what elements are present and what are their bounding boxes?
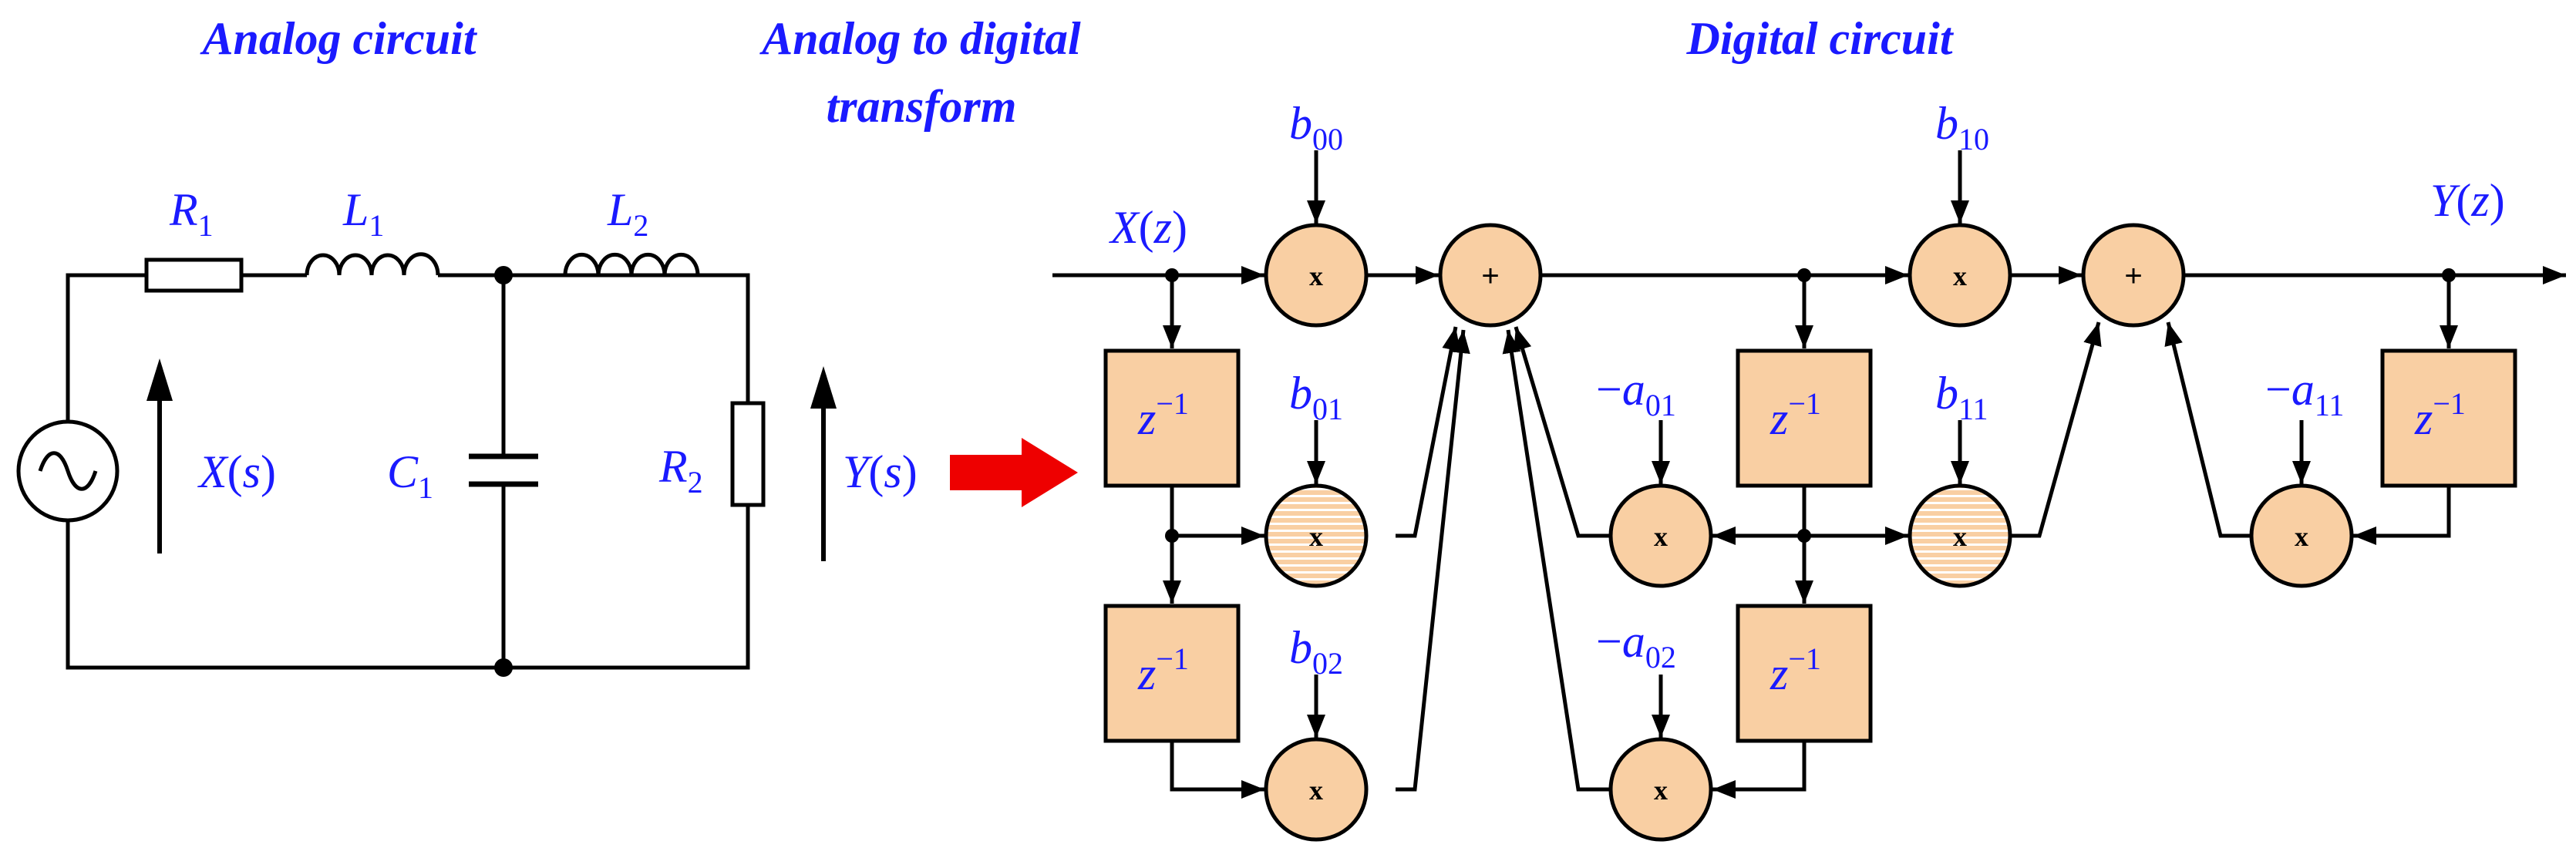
multiplier-a02: x [1608, 737, 1713, 842]
svg-text:x: x [1654, 521, 1668, 552]
junction-node [2442, 268, 2456, 282]
delay-block: z−1 [2380, 348, 2517, 488]
resistor-r1 [144, 257, 244, 293]
svg-text:x: x [1654, 775, 1668, 806]
r1-label: R1 [169, 184, 214, 243]
coef-a11-label: −a11 [2265, 364, 2344, 422]
svg-text:+: + [2124, 259, 2142, 293]
svg-text:z−1: z−1 [1770, 641, 1821, 699]
junction-node [1797, 529, 1811, 543]
multiplier-a11: x [2249, 483, 2354, 588]
delay-block: z−1 [1736, 348, 1873, 488]
summer-stage1: + [1438, 223, 1543, 328]
svg-text:x: x [1309, 521, 1323, 552]
svg-text:z−1: z−1 [1770, 386, 1821, 444]
svg-text:x: x [1309, 775, 1323, 806]
svg-text:+: + [1481, 259, 1499, 293]
ac-source-icon [16, 419, 120, 523]
coef-b00-label: b00 [1289, 98, 1343, 156]
l2-label: L2 [607, 184, 648, 243]
digital-input-label: X(z) [1109, 202, 1187, 253]
multiplier-b11: x [1908, 483, 2012, 588]
delay-block: z−1 [1103, 348, 1241, 488]
transform-heading-line2: transform [827, 81, 1017, 132]
coef-b10-label: b10 [1935, 98, 1989, 156]
multiplier-b00: x [1264, 223, 1369, 328]
capacitor-c1 [469, 453, 538, 487]
svg-text:z−1: z−1 [1137, 386, 1189, 444]
input-signal-label: X(s) [197, 446, 276, 497]
digital-circuit: z−1 z−1 z−1 z−1 z−1 x x x [1052, 98, 2566, 842]
analog-circuit-heading: Analog circuit [199, 13, 477, 64]
coef-a01-label: −a01 [1596, 364, 1676, 422]
multiplier-b10: x [1908, 223, 2012, 328]
coef-b01-label: b01 [1289, 368, 1343, 426]
transform-arrow-icon [950, 438, 1078, 507]
analog-circuit: R1 L1 L2 C1 R2 X(s) Y(s) [16, 184, 918, 677]
input-voltage-arrow [146, 358, 173, 553]
resistor-r2 [730, 401, 766, 507]
inductor-l1 [305, 252, 440, 276]
multiplier-b02: x [1264, 737, 1369, 842]
svg-text:x: x [1309, 261, 1323, 291]
junction-node [494, 658, 513, 677]
summer-stage2: + [2081, 223, 2186, 328]
junction-node [1165, 268, 1179, 282]
transform-heading-line1: Analog to digital [759, 13, 1081, 64]
inductor-l2 [563, 252, 700, 276]
digital-circuit-heading: Digital circuit [1686, 13, 1955, 64]
delay-block: z−1 [1103, 604, 1241, 743]
digital-output-label: Y(z) [2430, 175, 2505, 226]
multiplier-a01: x [1608, 483, 1713, 588]
c1-label: C1 [387, 446, 433, 505]
multiplier-b01: x [1264, 483, 1369, 588]
r2-label: R2 [658, 441, 703, 500]
l1-label: L1 [342, 184, 384, 243]
svg-text:x: x [1953, 261, 1967, 291]
svg-text:x: x [2295, 521, 2308, 552]
svg-text:z−1: z−1 [2414, 386, 2466, 444]
coef-b02-label: b02 [1289, 622, 1343, 681]
coef-b11-label: b11 [1935, 368, 1988, 426]
output-signal-label: Y(s) [843, 446, 918, 497]
svg-text:x: x [1953, 521, 1967, 552]
junction-node [494, 266, 513, 284]
delay-block: z−1 [1736, 604, 1873, 743]
svg-text:z−1: z−1 [1137, 641, 1189, 699]
output-voltage-arrow [810, 366, 837, 561]
coef-a02-label: −a02 [1596, 616, 1676, 675]
junction-node [1165, 529, 1179, 543]
junction-node [1797, 268, 1811, 282]
